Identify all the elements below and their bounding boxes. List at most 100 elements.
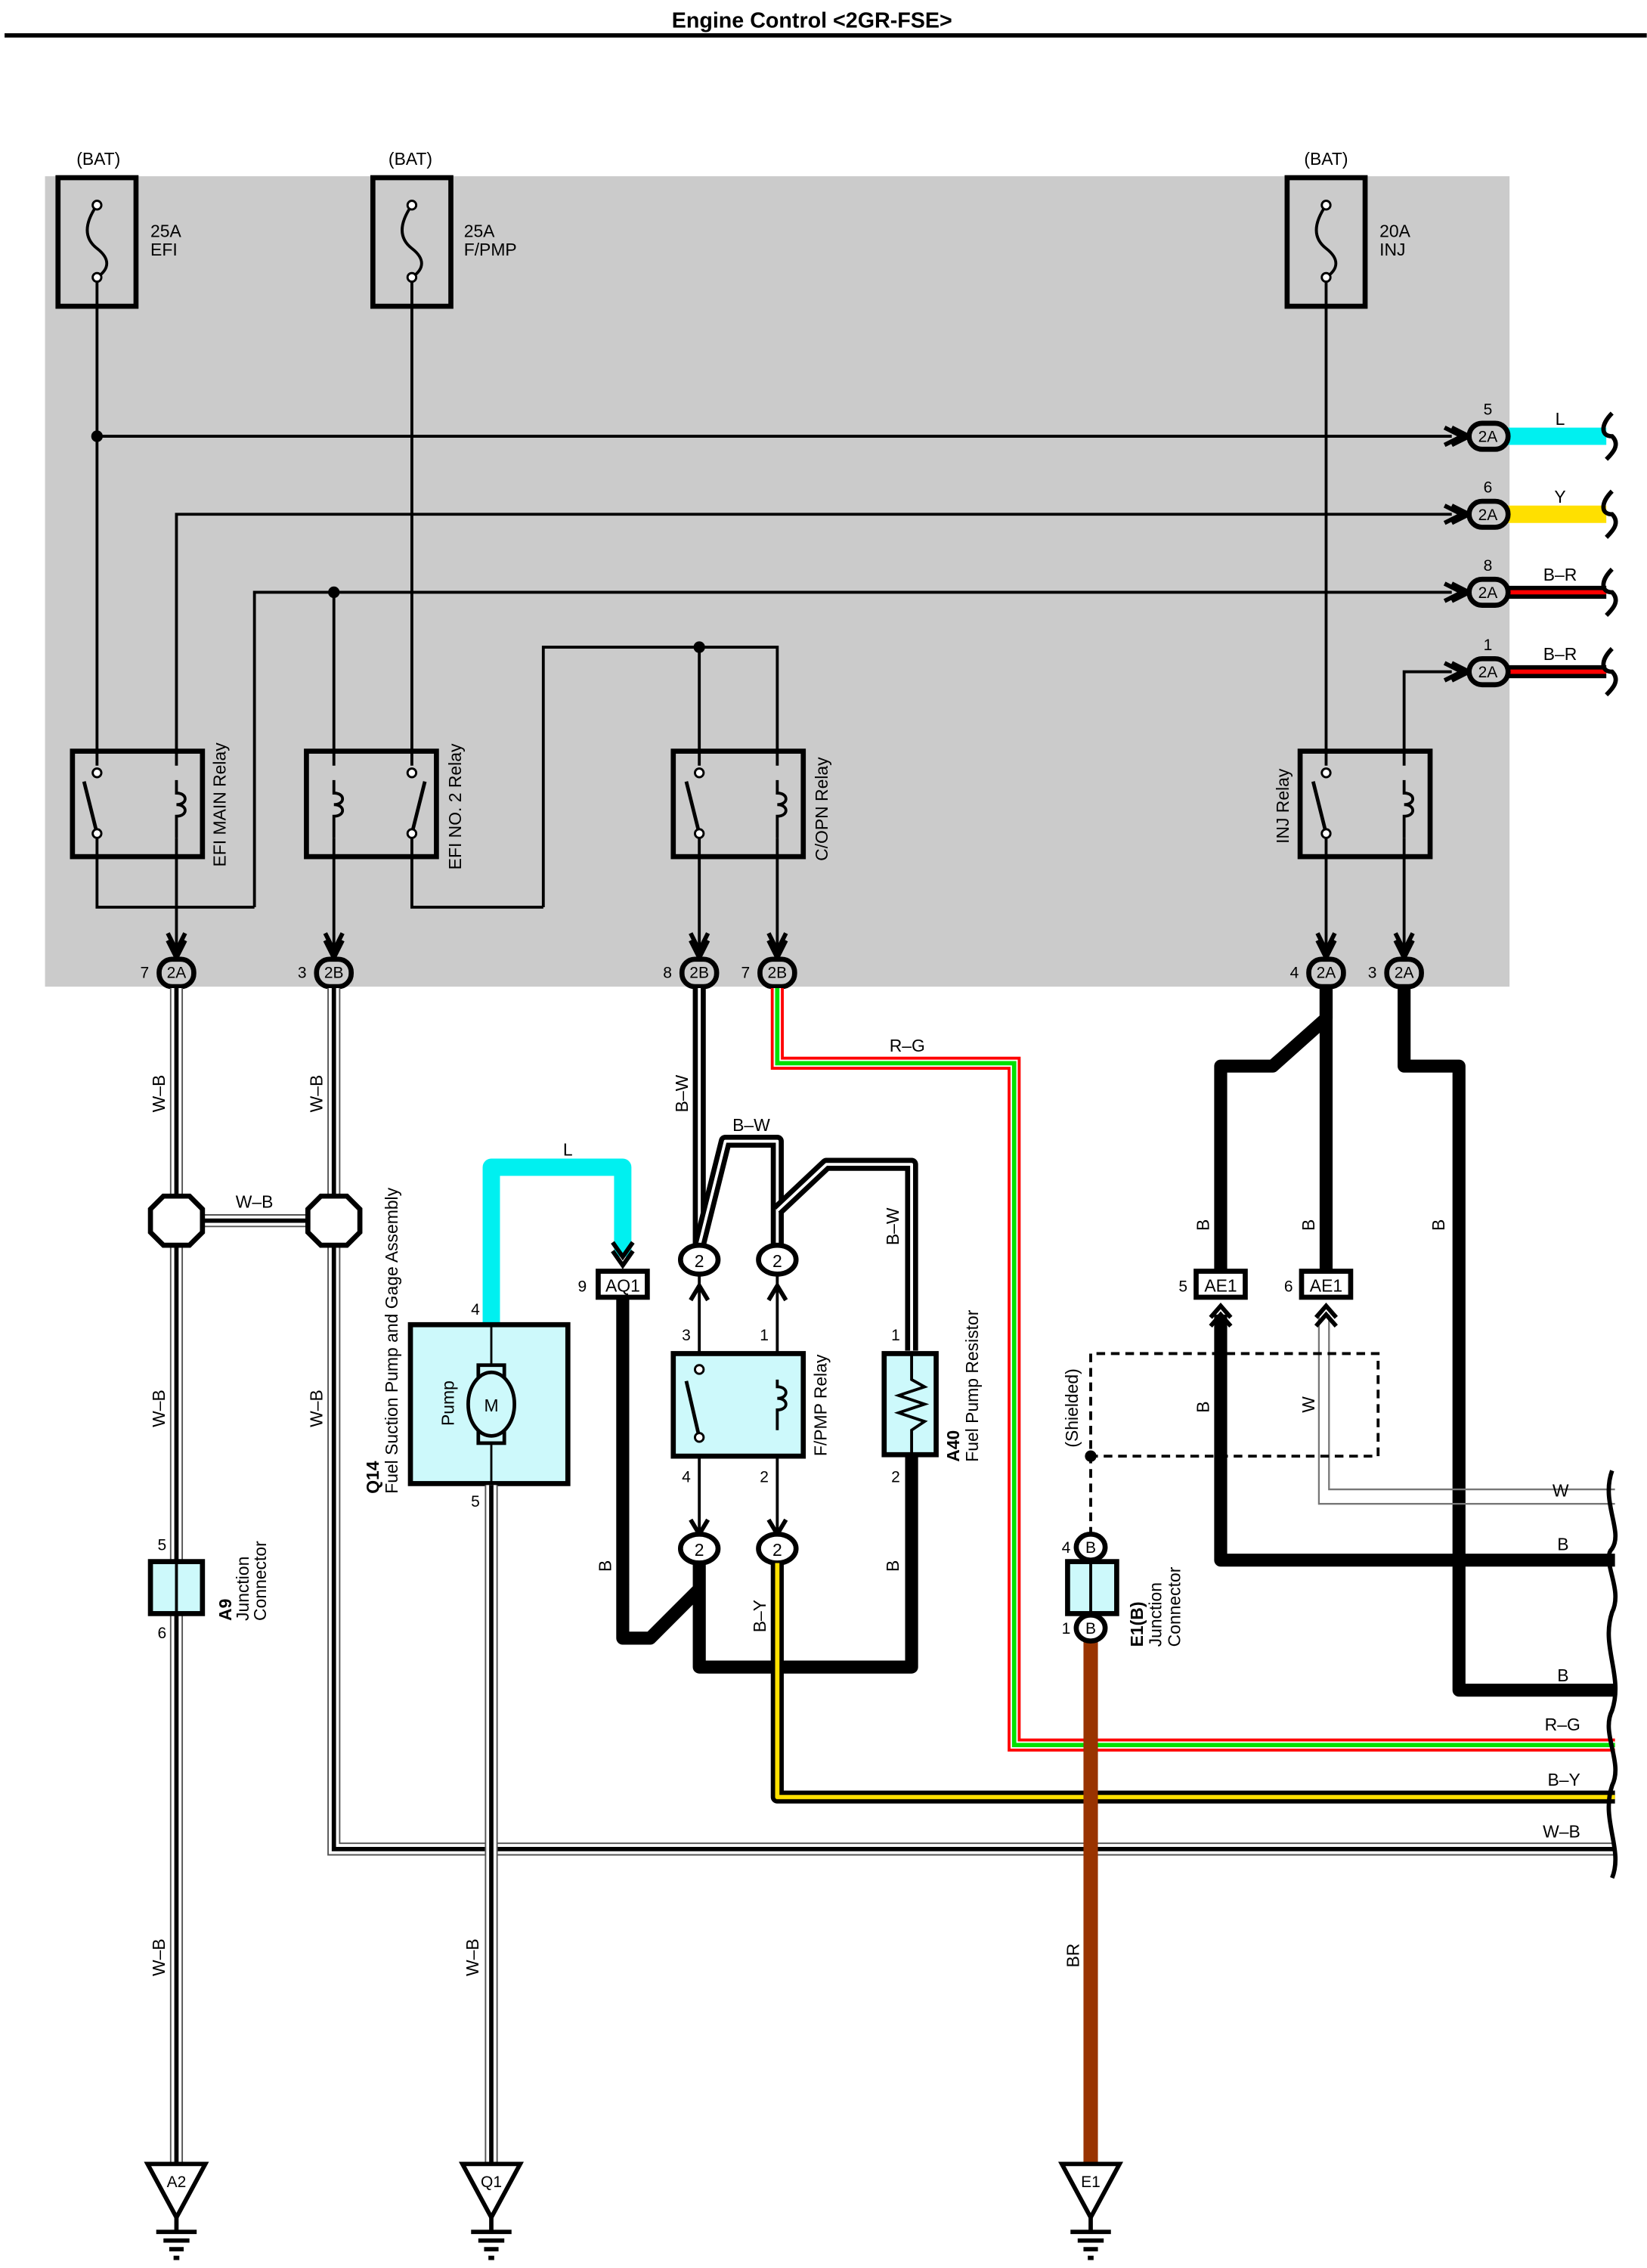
connector-label: 2: [772, 1251, 782, 1271]
wire-label: R–G: [1545, 1715, 1580, 1734]
wire-label: L: [563, 1140, 573, 1160]
switch-icon: [1311, 781, 1328, 835]
ground-triangle-icon: [458, 2161, 525, 2223]
block-connector: 2B 3: [298, 932, 354, 990]
aq1-connector: AQ1 9 B: [578, 1269, 704, 1645]
coil-icon: [1402, 779, 1414, 838]
wire-label: W–B: [236, 1191, 274, 1211]
block-connector: 2B 7: [741, 932, 797, 990]
fuse-rating: 25A: [150, 221, 181, 240]
pin-label: 7: [141, 965, 150, 982]
ground-symbol-icon: [156, 2217, 197, 2260]
connector-arrow-icon: [1209, 1303, 1339, 1328]
component-code: E1(B): [1127, 1602, 1147, 1647]
inj-b-wires: AE1 AE1 5 6 B B B B W W B B: [1178, 988, 1615, 1697]
component-code: A9: [215, 1599, 235, 1621]
block-connector: 2A7: [141, 932, 197, 990]
a9-junction-connector: 5 6 A9 Junction Connector: [147, 1536, 270, 1642]
ground-point: A2: [144, 2161, 209, 2260]
wire-label: W–B: [149, 1390, 169, 1427]
wire-label: B: [1299, 1219, 1318, 1231]
fuse-icon: [85, 204, 109, 279]
pin-label: 5: [471, 1493, 480, 1510]
wire-label: B–Y: [750, 1600, 769, 1632]
wire-label: BR: [1063, 1944, 1083, 1968]
shielded-label: (Shielded): [1062, 1368, 1082, 1447]
connector-shell: [156, 956, 197, 990]
wire-label: B: [1557, 1534, 1568, 1554]
pin-label: 8: [1484, 557, 1493, 575]
splice-point-icon: [305, 1193, 363, 1248]
wire-label: R–G: [890, 1036, 925, 1055]
shield: (Shielded): [1062, 1352, 1380, 1536]
switch-icon: [684, 781, 701, 835]
switch-icon: [410, 781, 427, 835]
coil-icon: [776, 1379, 788, 1430]
wire-label: B–R: [1543, 565, 1577, 584]
ground-point: Q1: [458, 2161, 525, 2260]
pin-label: 7: [741, 965, 750, 982]
wire-label: B–R: [1543, 644, 1577, 664]
bw-wires: B–W B–W B–W: [672, 988, 918, 1351]
connector-label: 2: [695, 1540, 704, 1560]
component-name: Junction: [1146, 1582, 1166, 1647]
fuse-source-label: (BAT): [76, 149, 120, 169]
wire-label: W–B: [306, 1075, 326, 1113]
wire-label: B–W: [672, 1074, 692, 1112]
component-name: Connector: [1164, 1566, 1184, 1647]
wire-label: W–B: [149, 1938, 169, 1976]
connector-shell: [1306, 956, 1346, 990]
connector-label: 2B: [768, 965, 788, 982]
pin-label: 5: [157, 1536, 166, 1554]
wire-label: B: [596, 1560, 615, 1572]
fuse-icon: [401, 204, 423, 279]
block-connector: 2A4: [1290, 932, 1346, 990]
wire-rg: R–G R–G: [770, 988, 1615, 1752]
connector-label: 2A: [1317, 965, 1336, 982]
wire-break-marks: [1601, 411, 1618, 1879]
pin-label: 3: [298, 965, 307, 982]
ground-label: Q1: [481, 2174, 502, 2191]
wire-by: B–Y B–Y: [750, 1563, 1615, 1804]
connector-shell: [679, 956, 720, 990]
connector-shell: [1466, 655, 1511, 688]
fuse-rating: 25A: [464, 221, 495, 240]
connector-label: B: [1085, 1620, 1096, 1637]
connector-label: 2: [772, 1540, 782, 1560]
switch-icon: [684, 1380, 701, 1438]
connector-shell: [314, 956, 354, 990]
component-name: Connector: [250, 1541, 270, 1621]
connector-label: 2A: [1478, 584, 1498, 602]
ground-symbol-icon: [1070, 2217, 1111, 2260]
wire-break-icon: [1601, 567, 1618, 618]
fuse-name: F/PMP: [464, 240, 517, 259]
pump-label: Pump: [438, 1380, 457, 1426]
connector-label: 2A: [1478, 507, 1498, 524]
output-connector: 2A 8 B–R: [1443, 557, 1607, 608]
pin-label: 2: [891, 1469, 900, 1486]
wire-break-icon: [1601, 489, 1618, 539]
relay-label: INJ Relay: [1273, 768, 1293, 844]
relay-copn: C/OPN Relay: [670, 748, 831, 861]
block-connector: 2A3: [1368, 932, 1424, 990]
component-code: A40: [943, 1430, 963, 1462]
wire-label: W–B: [149, 1075, 169, 1113]
component-name: Fuel Suction Pump and Gage Assembly: [382, 1187, 401, 1493]
connector-label: 2B: [324, 965, 344, 982]
connector-shell: [757, 956, 797, 990]
relay-inj: INJ Relay: [1273, 748, 1433, 860]
coil-icon: [776, 779, 788, 838]
block-connector: 2B8: [663, 932, 720, 990]
pin-label: 3: [1368, 965, 1377, 982]
fuse-efi: (BAT) 25A EFI: [55, 149, 182, 309]
component-code: Q14: [363, 1461, 382, 1494]
wire-break-icon: [1601, 646, 1618, 697]
q14-fuel-pump: L M Pump 4 5 Q14 Fuel Suction Pump and G…: [363, 1140, 635, 2182]
ground-symbol-icon: [471, 2217, 512, 2260]
connector-label: AE1: [1310, 1275, 1342, 1295]
